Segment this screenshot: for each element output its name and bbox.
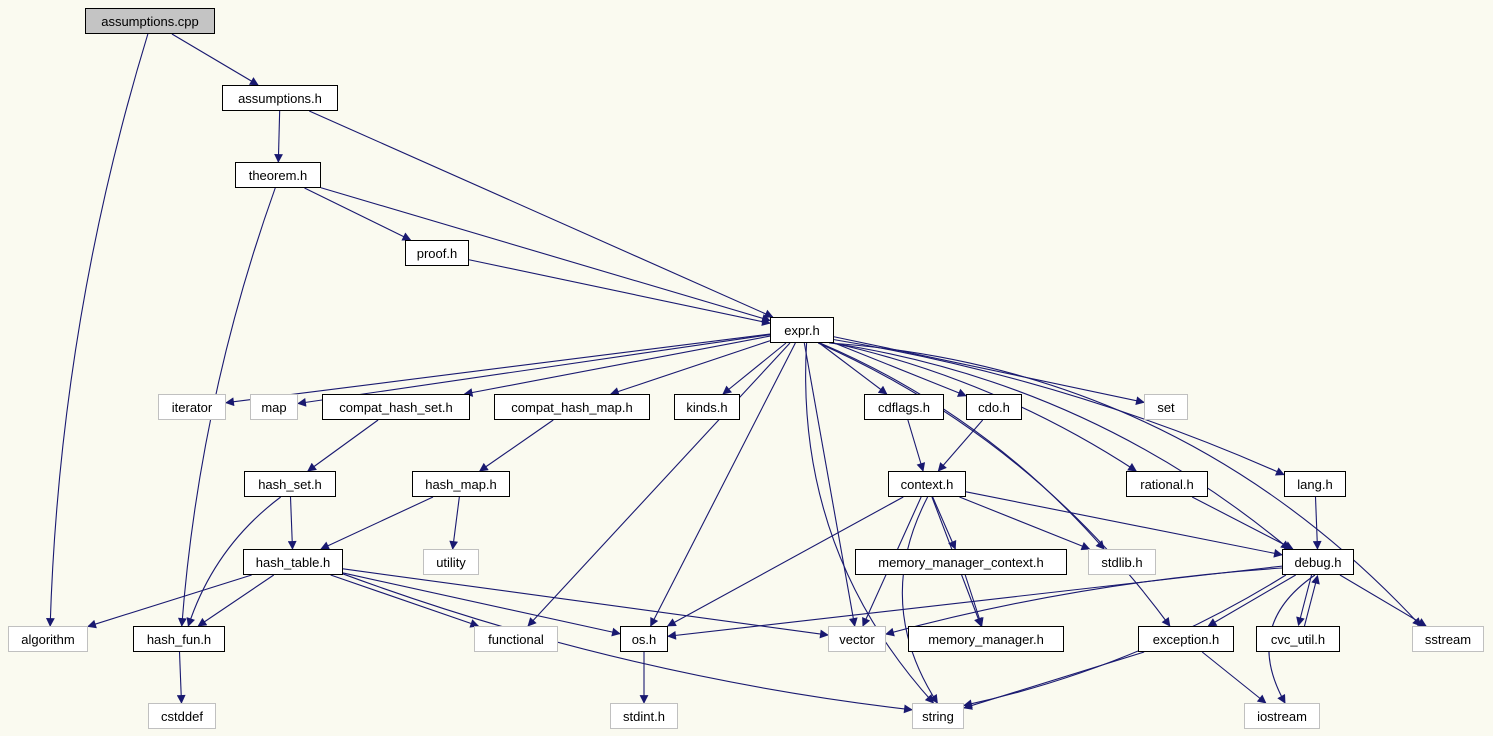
edge-cdo_h-to-context_h xyxy=(937,419,984,472)
edge-expr_h-to-exception_h xyxy=(817,342,1171,627)
edge-hash_set_h-to-hash_fun_h xyxy=(186,496,282,627)
edge-hash_table_h-to-os_h xyxy=(342,572,621,637)
edge-hash_map_h-to-utility xyxy=(449,496,460,550)
edge-expr_h-to-cdo_h xyxy=(833,342,967,397)
graph-node-cstddef: cstddef xyxy=(148,703,216,729)
edge-cvc_util_h-to-debug_h xyxy=(1303,574,1320,627)
graph-node-cdflags_h[interactable]: cdflags.h xyxy=(864,394,944,420)
edge-context_h-to-memory_manager_context_h xyxy=(932,496,957,550)
graph-node-stdint_h: stdint.h xyxy=(610,703,678,729)
edge-hash_table_h-to-vector xyxy=(342,568,829,639)
edge-expr_h-to-map xyxy=(297,334,771,407)
edge-lang_h-to-debug_h xyxy=(1312,496,1322,550)
graph-node-rational_h[interactable]: rational.h xyxy=(1126,471,1208,497)
edge-cdflags_h-to-context_h xyxy=(907,419,926,472)
edge-theorem_h-to-expr_h xyxy=(320,187,771,323)
graph-node-theorem_h[interactable]: theorem.h xyxy=(235,162,321,188)
graph-node-expr_h[interactable]: expr.h xyxy=(770,317,834,343)
edge-hash_table_h-to-functional xyxy=(330,574,480,628)
edge-expr_h-to-cdflags_h xyxy=(818,342,888,395)
edge-theorem_h-to-proof_h xyxy=(304,187,412,241)
graph-node-string: string xyxy=(912,703,964,729)
edge-expr_h-to-rational_h xyxy=(832,342,1137,472)
graph-node-proof_h[interactable]: proof.h xyxy=(405,240,469,266)
edge-compat_hash_set_h-to-hash_set_h xyxy=(307,419,379,472)
edge-debug_h-to-string xyxy=(963,574,1287,709)
graph-node-memory_manager_context_h[interactable]: memory_manager_context.h xyxy=(855,549,1067,575)
edge-context_h-to-string xyxy=(901,496,938,704)
graph-node-sstream: sstream xyxy=(1412,626,1484,652)
edge-debug_h-to-sstream xyxy=(1339,574,1427,627)
edge-expr_h-to-functional xyxy=(527,342,791,627)
graph-node-hash_set_h[interactable]: hash_set.h xyxy=(244,471,336,497)
edge-exception_h-to-iostream xyxy=(1201,651,1267,704)
edge-context_h-to-stdlib_h xyxy=(959,496,1091,551)
edge-expr_h-to-compat_hash_map_h xyxy=(609,340,771,396)
edge-expr_h-to-compat_hash_set_h xyxy=(463,335,771,397)
graph-node-cdo_h[interactable]: cdo.h xyxy=(966,394,1022,420)
graph-node-exception_h[interactable]: exception.h xyxy=(1138,626,1234,652)
graph-node-memory_manager_h[interactable]: memory_manager.h xyxy=(908,626,1064,652)
edge-hash_table_h-to-algorithm xyxy=(87,574,252,629)
edge-hash_fun_h-to-cstddef xyxy=(176,651,186,704)
edge-assumptions_cpp-to-assumptions_h xyxy=(171,33,259,86)
edge-proof_h-to-expr_h xyxy=(468,259,771,326)
graph-node-assumptions_h[interactable]: assumptions.h xyxy=(222,85,338,111)
graph-node-hash_map_h[interactable]: hash_map.h xyxy=(412,471,510,497)
edge-hash_map_h-to-hash_table_h xyxy=(320,496,434,550)
edge-expr_h-to-vector xyxy=(803,342,858,627)
graph-node-cvc_util_h[interactable]: cvc_util.h xyxy=(1256,626,1340,652)
edge-exception_h-to-string xyxy=(963,651,1145,710)
graph-node-set: set xyxy=(1144,394,1188,420)
edge-expr_h-to-set xyxy=(833,336,1145,406)
graph-node-map: map xyxy=(250,394,298,420)
graph-node-os_h[interactable]: os.h xyxy=(620,626,668,652)
graph-node-utility: utility xyxy=(423,549,479,575)
edge-assumptions_h-to-expr_h xyxy=(309,110,774,318)
edge-expr_h-to-kinds_h xyxy=(722,342,787,395)
graph-node-algorithm: algorithm xyxy=(8,626,88,652)
edge-assumptions_cpp-to-algorithm xyxy=(45,33,149,627)
edge-context_h-to-os_h xyxy=(666,496,904,627)
graph-node-hash_table_h[interactable]: hash_table.h xyxy=(243,549,343,575)
graph-node-hash_fun_h[interactable]: hash_fun.h xyxy=(133,626,225,652)
edge-debug_h-to-exception_h xyxy=(1207,574,1296,627)
graph-node-compat_hash_set_h[interactable]: compat_hash_set.h xyxy=(322,394,470,420)
edge-expr_h-to-os_h xyxy=(650,342,796,627)
edge-expr_h-to-iterator xyxy=(225,333,771,407)
graph-node-iostream: iostream xyxy=(1244,703,1320,729)
edge-debug_h-to-vector xyxy=(885,567,1283,637)
edge-memory_manager_context_h-to-memory_manager_h xyxy=(964,574,984,627)
edge-hash_set_h-to-hash_table_h xyxy=(287,496,297,550)
graph-node-debug_h[interactable]: debug.h xyxy=(1282,549,1354,575)
graph-node-context_h[interactable]: context.h xyxy=(888,471,966,497)
graph-node-compat_hash_map_h[interactable]: compat_hash_map.h xyxy=(494,394,650,420)
edge-expr_h-to-lang_h xyxy=(833,339,1285,476)
graph-node-assumptions_cpp: assumptions.cpp xyxy=(85,8,215,34)
graph-node-lang_h[interactable]: lang.h xyxy=(1284,471,1346,497)
edge-assumptions_h-to-theorem_h xyxy=(274,110,283,163)
graph-node-functional: functional xyxy=(474,626,558,652)
graph-node-iterator: iterator xyxy=(158,394,226,420)
edge-expr_h-to-debug_h xyxy=(830,342,1290,550)
edge-debug_h-to-cvc_util_h xyxy=(1296,574,1313,627)
edge-hash_table_h-to-string xyxy=(342,573,913,714)
edge-hash_table_h-to-hash_fun_h xyxy=(197,574,275,627)
graph-node-vector: vector xyxy=(828,626,886,652)
graph-node-stdlib_h: stdlib.h xyxy=(1088,549,1156,575)
graph-node-kinds_h[interactable]: kinds.h xyxy=(674,394,740,420)
edge-rational_h-to-debug_h xyxy=(1191,496,1294,550)
edge-context_h-to-debug_h xyxy=(965,491,1283,558)
edge-compat_hash_map_h-to-hash_map_h xyxy=(479,419,554,472)
